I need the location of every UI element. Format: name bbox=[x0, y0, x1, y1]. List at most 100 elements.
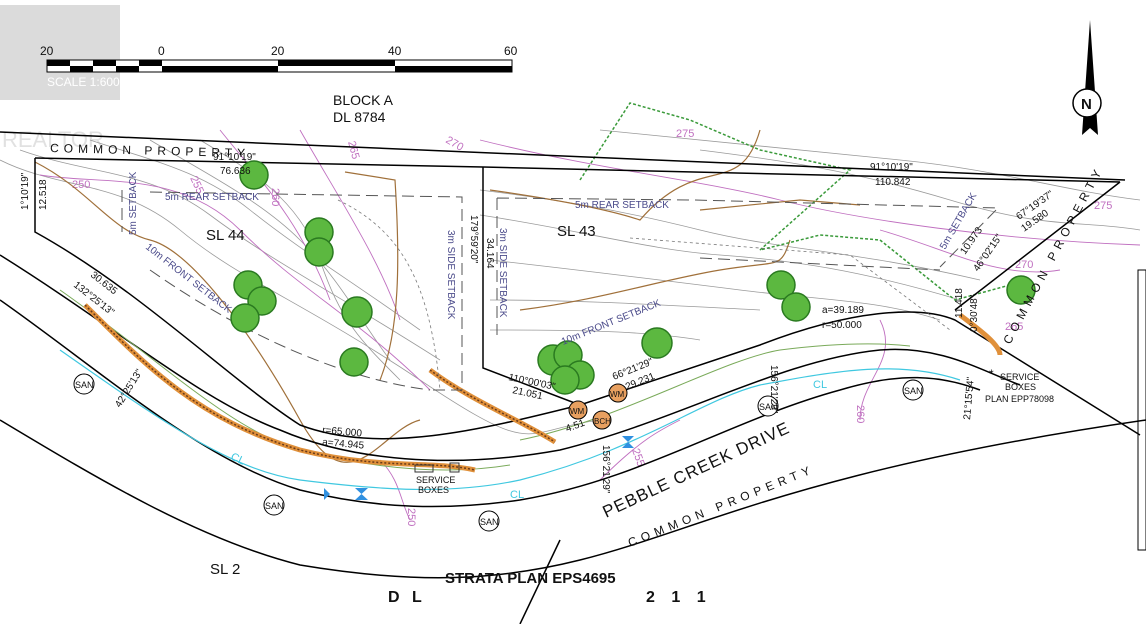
plan-text: 34.164 bbox=[484, 238, 495, 269]
tree-icons bbox=[230, 160, 1036, 395]
contour-label: 260 bbox=[269, 188, 281, 206]
tree-icon bbox=[641, 327, 673, 359]
plan-text: 76.636 bbox=[220, 166, 251, 177]
tree-icon bbox=[239, 160, 269, 190]
scale-tick: 20 bbox=[271, 44, 285, 58]
centerline-label: CL bbox=[229, 451, 247, 468]
contour-label: 275 bbox=[1094, 200, 1112, 212]
tree-icon bbox=[766, 270, 796, 300]
curb-line bbox=[59, 289, 911, 471]
plan-text: 3m SIDE SETBACK bbox=[497, 228, 508, 318]
contour-lines bbox=[0, 129, 1141, 435]
plan-text: SAN bbox=[904, 386, 923, 396]
contour-label: 250 bbox=[72, 179, 90, 191]
service-boxes-label: BOXES bbox=[1005, 382, 1036, 392]
plan-text: 0°30'48" bbox=[969, 294, 980, 332]
plan-text: a=39.189 bbox=[822, 305, 864, 316]
contour-label: 250 bbox=[405, 508, 417, 526]
plan-text: 5m REAR SETBACK bbox=[575, 200, 669, 211]
valve-icon bbox=[622, 436, 634, 448]
contour-index-lines bbox=[39, 129, 1141, 521]
water-meter-icon: WM bbox=[568, 400, 588, 420]
plan-text: WM bbox=[570, 407, 585, 416]
scale-bar: 20 0 20 40 60 SCALE 1:600 bbox=[40, 44, 518, 89]
plan-text: 3m SIDE SETBACK bbox=[445, 230, 456, 320]
scale-tick: 40 bbox=[388, 44, 402, 58]
plan-text: 91°10'19" bbox=[213, 152, 256, 163]
contour-label: 270 bbox=[1015, 259, 1033, 271]
plan-text: 1°10'19" bbox=[20, 172, 31, 210]
plan-text: WM bbox=[610, 390, 625, 399]
dl-bottom-number: 2 1 1 bbox=[646, 589, 712, 606]
plan-text: r=65.000 bbox=[322, 425, 363, 439]
valve-icon bbox=[355, 488, 368, 500]
plan-text: 91°10'19" bbox=[870, 162, 913, 173]
plan-text: 21°15'54" bbox=[962, 376, 977, 420]
contour-label: 275 bbox=[676, 128, 694, 140]
contour-label: 265 bbox=[1005, 321, 1023, 333]
service-box-star-icon: * bbox=[989, 367, 994, 381]
common-property-label: COMMON PROPERTY bbox=[1000, 163, 1106, 346]
strata-plan-label: STRATA PLAN EPS4695 bbox=[445, 570, 616, 587]
scale-tick: 60 bbox=[504, 44, 518, 58]
contour-label: 260 bbox=[854, 405, 866, 423]
bch-box-icon: BCH bbox=[592, 410, 612, 430]
scale-label: SCALE 1:600 bbox=[47, 75, 120, 89]
sanitary-manhole-icon: SAN bbox=[478, 510, 500, 532]
retaining-wall-pattern bbox=[84, 304, 556, 471]
plan-text: SAN bbox=[759, 402, 778, 412]
water-meter-icon: WM bbox=[608, 383, 628, 403]
lot-label-sl44: SL 44 bbox=[206, 227, 245, 244]
tree-icon bbox=[304, 237, 334, 267]
plan-text: 156°21'29" bbox=[768, 365, 779, 414]
plan-text: 5m SETBACK bbox=[128, 171, 139, 235]
sanitary-manhole-icon: SAN bbox=[902, 379, 924, 401]
block-label: BLOCK A bbox=[333, 92, 394, 108]
service-boxes-label: SERVICE bbox=[416, 475, 455, 485]
dl-bottom-label: D L bbox=[388, 589, 426, 606]
north-arrow-icon: N bbox=[1072, 20, 1102, 135]
plan-text: 156°21'29" bbox=[600, 445, 611, 494]
plan-reference: PLAN EPP78098 bbox=[985, 394, 1054, 404]
plan-text: 110.842 bbox=[875, 177, 911, 188]
sanitary-manhole-icon: SAN bbox=[73, 373, 95, 395]
service-boxes-label: BOXES bbox=[418, 485, 449, 495]
tree-icon bbox=[781, 292, 811, 322]
plan-text: 12.518 bbox=[38, 179, 49, 210]
plan-text: 5m REAR SETBACK bbox=[165, 192, 259, 203]
plan-text: SAN bbox=[265, 501, 284, 511]
service-boxes-label: SERVICE bbox=[1000, 372, 1039, 382]
plan-text: a=74.945 bbox=[322, 437, 365, 452]
scale-tick: 20 bbox=[40, 44, 54, 58]
sanitary-manhole-icon: SAN bbox=[757, 395, 779, 417]
plan-text: 179°59'20" bbox=[468, 215, 479, 264]
common-property-label: COMMON PROPERTY bbox=[50, 141, 250, 160]
setback-lines bbox=[121, 190, 1000, 391]
dl-label: DL 8784 bbox=[333, 109, 386, 125]
centerline-label: CL bbox=[813, 379, 827, 391]
tree-icon bbox=[339, 347, 369, 377]
property-lines bbox=[0, 131, 1146, 624]
plan-text: BCH bbox=[594, 417, 611, 426]
lot-label-sl43: SL 43 bbox=[557, 223, 596, 240]
contour-label: 255 bbox=[629, 447, 647, 468]
building-outline bbox=[337, 199, 951, 391]
hedge-line bbox=[579, 102, 1011, 301]
watermark-text: REALTOR bbox=[2, 127, 104, 152]
dimension-labels: 91°10'19" 76.636 1°10'19" 12.518 30.635 … bbox=[20, 152, 1056, 494]
plan-text: SAN bbox=[75, 380, 94, 390]
tree-icon bbox=[230, 303, 260, 333]
common-property-label: COMMON PROPERTY bbox=[626, 462, 817, 550]
plan-text: 4.51 bbox=[564, 418, 586, 435]
utility-markers: SAN SAN SAN SAN SAN WM WM BCH CL CL CL bbox=[73, 373, 924, 532]
north-label: N bbox=[1081, 96, 1092, 113]
tree-icon bbox=[550, 365, 580, 395]
contour-labels: 250 255 260 265 270 275 275 270 265 260 … bbox=[72, 128, 1112, 526]
realtor-logo: REALTOR bbox=[0, 5, 120, 152]
plan-text: 10m FRONT SETBACK bbox=[143, 242, 234, 316]
plan-text: r=50.000 bbox=[822, 320, 862, 331]
centerline-label: CL bbox=[510, 489, 524, 501]
plan-text: SAN bbox=[480, 517, 499, 527]
road-centerline bbox=[59, 349, 961, 491]
